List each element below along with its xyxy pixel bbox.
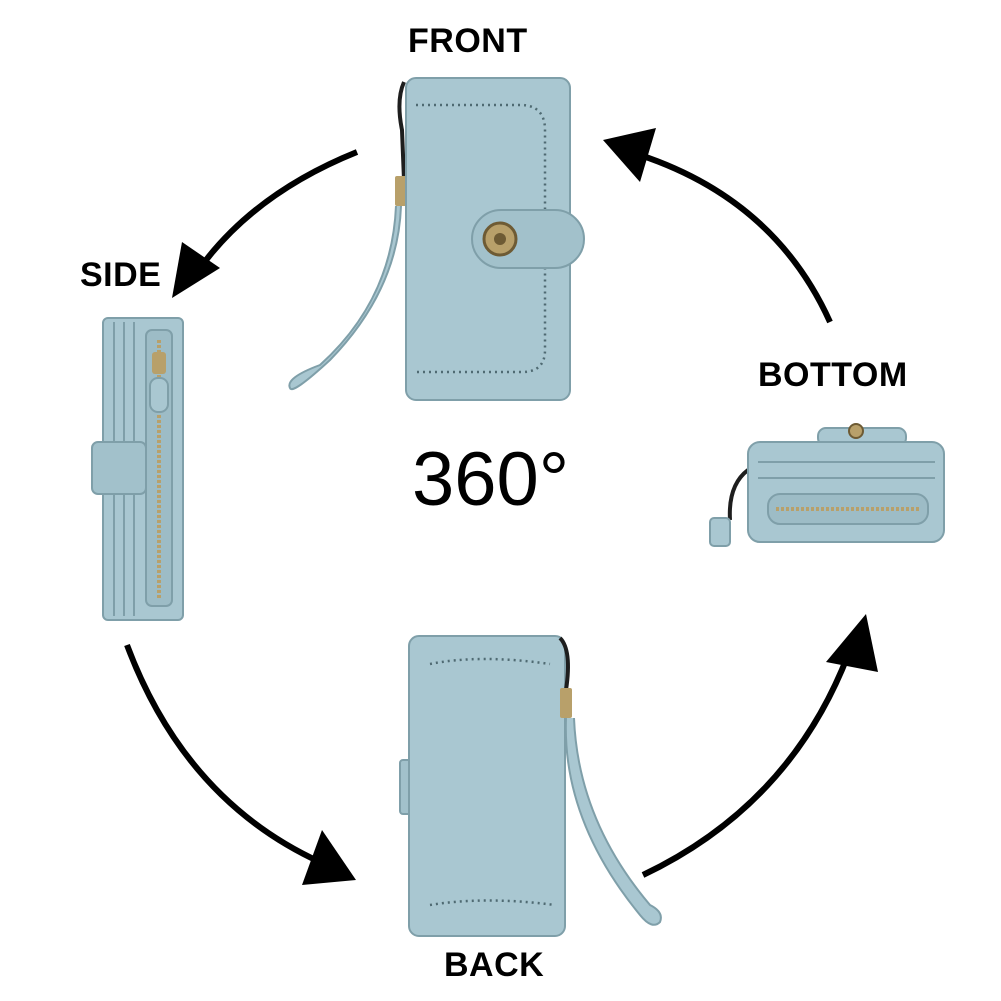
arrow-head-icon: [826, 614, 878, 672]
curved-arrow-icon: [124, 643, 322, 865]
wallet-back-view: [399, 635, 662, 937]
arrow-head-icon: [172, 242, 220, 298]
wallet-front-view: [288, 77, 585, 401]
label-bottom: BOTTOM: [758, 356, 908, 394]
arrow-head-icon: [302, 830, 356, 885]
label-front: FRONT: [408, 22, 528, 60]
wallet-bottom-view: [709, 423, 945, 547]
label-side: SIDE: [80, 256, 162, 294]
wallet-side-view: [91, 317, 184, 621]
arrow-head-icon: [603, 128, 656, 182]
rotation-degrees-text: 360°: [412, 437, 570, 522]
curved-arrow-icon: [641, 653, 851, 878]
curved-arrow-icon: [192, 149, 359, 277]
label-back: BACK: [444, 946, 545, 984]
curved-arrow-icon: [639, 152, 833, 324]
